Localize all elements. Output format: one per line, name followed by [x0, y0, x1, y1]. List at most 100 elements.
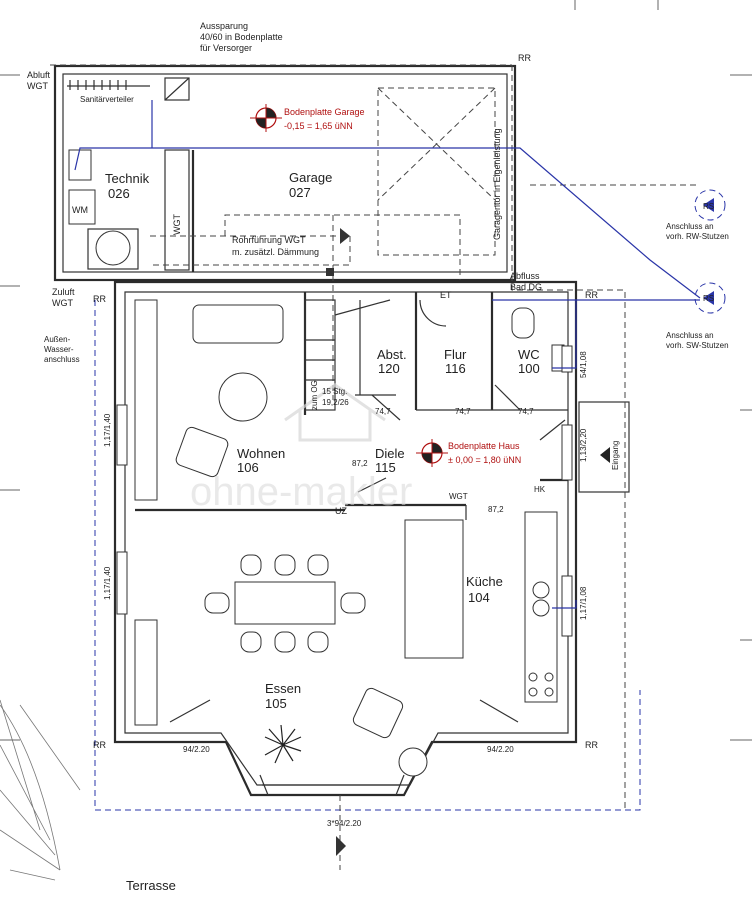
rr-label-2: RR [93, 294, 106, 304]
wgt-diele-label: WGT [449, 492, 468, 501]
house-inner-wall [124, 291, 569, 786]
room-garage-number: 027 [289, 185, 311, 200]
drainage-lines [50, 64, 726, 870]
sw-stutzen [694, 282, 726, 314]
house-block [113, 280, 630, 797]
wgt-label: WGT [172, 214, 182, 235]
level-marker-haus [416, 439, 448, 467]
abfluss-line-1: Abfluss [510, 271, 540, 281]
rohrfuehrung-line-1: Rohrführung WGT [232, 235, 306, 245]
dim-87-2-a: 87,2 [352, 459, 368, 468]
wm-label: WM [72, 205, 88, 215]
sink-technik [68, 149, 92, 181]
stove-icon [528, 672, 554, 697]
zuluft-line-1: Zuluft [52, 287, 75, 297]
dimension-labels: 74,7 74,7 74,7 87,2 87,2 54/1,08 1,13/2,… [103, 351, 588, 828]
coffee-table [218, 372, 268, 422]
room-garage-name: Garage [289, 170, 332, 185]
anschluss-sw-line-1: Anschluss an [666, 331, 714, 340]
dim-117-108: 1,17/1,08 [579, 586, 588, 620]
rr-label-5: RR [585, 740, 598, 750]
et-label: ET [440, 290, 452, 300]
dim-113-220: 1,13/2,20 [579, 428, 588, 462]
room-kueche-number: 104 [468, 590, 490, 605]
pipe-arrow [340, 228, 350, 244]
door-flur [419, 299, 447, 327]
room-abst-number: 120 [378, 361, 400, 376]
garage-block [53, 64, 517, 400]
plant-icon [264, 724, 302, 764]
zuluft-line-2: WGT [52, 298, 73, 308]
room-wohnen-name: Wohnen [237, 446, 285, 461]
water-tank [95, 230, 131, 266]
aussen-wasser-line-1: Außen- [44, 335, 71, 344]
hk-label: HK [534, 485, 546, 494]
house-outer-wall [113, 280, 578, 797]
window-kueche [561, 575, 573, 637]
aussparung-line-2: 40/60 in Bodenplatte [200, 32, 283, 42]
dim-117-140-a: 1,17/1,40 [103, 413, 112, 447]
aussparung-line-3: für Versorger [200, 43, 252, 53]
sink-basin-2 [532, 599, 550, 617]
dim-87-2-b: 87,2 [488, 505, 504, 514]
bodenplatte-haus-level: ± 0,00 = 1,80 üNN [448, 455, 521, 465]
sideboard [134, 619, 158, 726]
wgt-pipe-route [150, 235, 351, 266]
armchair [175, 426, 229, 478]
bay-window [259, 774, 405, 796]
dim-74-7-a: 74,7 [375, 407, 391, 416]
sink-basin-1 [532, 581, 550, 599]
watermark: ohne-makler [190, 470, 412, 514]
room-technik-number: 026 [108, 186, 130, 201]
shelf-wohnen [134, 299, 158, 501]
terrace-pattern [0, 699, 81, 881]
room-wohnen-number: 106 [237, 460, 259, 475]
abluft-line-2: WGT [27, 81, 48, 91]
stairs-line-1: 15 Stg. [322, 387, 347, 396]
rr-label-1: RR [518, 53, 531, 63]
annotation-labels: Aussparung 40/60 in Bodenplatte für Vers… [27, 21, 729, 750]
stairs-line-2: 19,2/26 [322, 398, 349, 407]
dim-94-220-b: 94/2.20 [487, 745, 514, 754]
entrance-arrow [600, 447, 610, 463]
side-table [398, 747, 428, 777]
dim-54-108: 54/1,08 [579, 351, 588, 378]
rw-stutzen [694, 189, 726, 221]
washing-machine [68, 189, 96, 225]
staircase [304, 299, 336, 411]
door-abst [371, 394, 401, 421]
abfluss-line-2: Bad DG [510, 282, 542, 292]
abluft-line-1: Abluft [27, 70, 51, 80]
room-labels: Technik 026 Garage 027 Wohnen 106 Abst. … [105, 170, 540, 893]
rohrfuehrung-line-2: m. zusätzl. Dämmung [232, 247, 319, 257]
dining-table [234, 581, 336, 625]
rs-label-1: RS [703, 202, 714, 211]
door-wc [494, 384, 521, 411]
eingang-label: Eingang [611, 441, 620, 470]
room-abst-name: Abst. [377, 347, 407, 362]
door-diele [539, 419, 566, 441]
garage-door-swing [377, 87, 496, 256]
rr-label-4: RR [93, 740, 106, 750]
room-wc-name: WC [518, 347, 540, 362]
window-wc [561, 345, 573, 373]
zum-og-label: zum OG [310, 380, 319, 410]
bodenplatte-garage-label: Bodenplatte Garage [284, 107, 365, 117]
dim-94-220-a: 94/2.20 [183, 745, 210, 754]
room-flur-number: 116 [445, 361, 466, 376]
room-diele-name: Diele [375, 446, 405, 461]
rr-label-3: RR [585, 290, 598, 300]
aussen-wasser-line-3: anschluss [44, 355, 80, 364]
room-essen-number: 105 [265, 696, 287, 711]
sanitaerverteiler-label: Sanitärverteiler [80, 95, 134, 104]
garage-outer-wall [53, 64, 517, 282]
room-flur-name: Flur [444, 347, 467, 362]
room-kueche-name: Küche [466, 574, 503, 589]
dim-3x94-220: 3*94/2.20 [327, 819, 362, 828]
entrance-canopy [578, 401, 630, 493]
toilet [511, 307, 535, 339]
wgt-unit [164, 149, 190, 271]
room-wc-number: 100 [518, 361, 540, 376]
aussparung-box [164, 77, 190, 101]
